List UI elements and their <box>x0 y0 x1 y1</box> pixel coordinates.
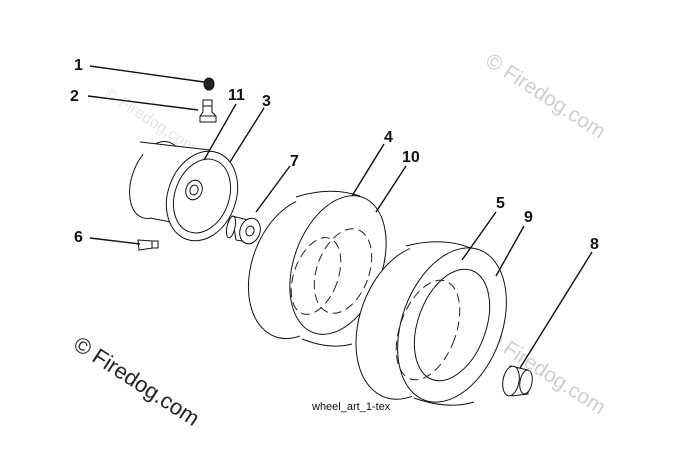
callout-8: 8 <box>590 236 599 253</box>
callout-1: 1 <box>74 57 83 74</box>
valve-cap <box>203 77 215 91</box>
bushing <box>225 215 261 245</box>
watermark-bottom-left: © Firedog.com <box>69 331 204 431</box>
wheel-rim <box>129 141 239 242</box>
callout-6: 6 <box>74 229 83 246</box>
callout-3: 3 <box>262 93 271 110</box>
callout-2: 2 <box>70 88 79 105</box>
leader-lines <box>87 65 593 369</box>
callout-9: 9 <box>524 209 533 226</box>
callout-11: 11 <box>228 87 245 104</box>
valve-stem <box>199 99 217 123</box>
rear-tire <box>355 241 507 406</box>
watermark-top-right: © Firedog.com <box>481 49 609 143</box>
diagram-caption: wheel_art_1-tex <box>311 401 391 413</box>
callout-5: 5 <box>496 195 505 212</box>
hub-cap <box>502 365 533 397</box>
grease-fitting <box>137 239 159 251</box>
callout-7: 7 <box>290 153 299 170</box>
callout-4: 4 <box>384 129 393 146</box>
callout-10: 10 <box>402 149 420 166</box>
